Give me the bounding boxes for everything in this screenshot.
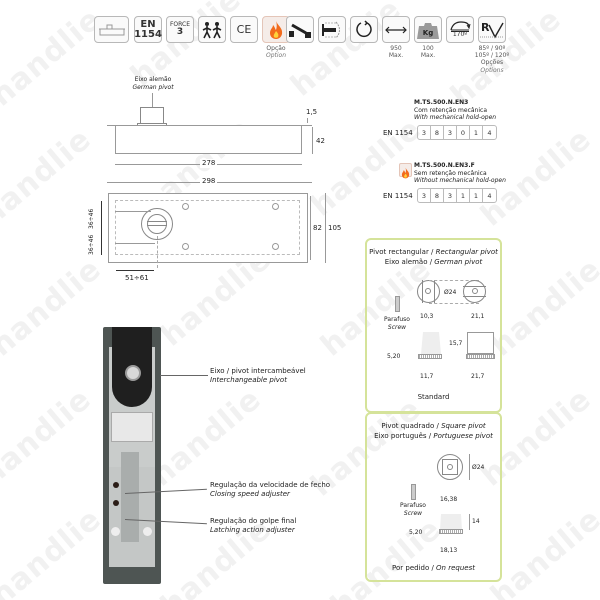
diameter: Ø24 xyxy=(472,464,485,471)
hold-open-angle-icon: R xyxy=(478,16,506,43)
dim-a-top: 10,3 xyxy=(420,313,434,320)
dim-base: 5,20 xyxy=(387,353,401,360)
label-plate xyxy=(111,412,153,442)
closing-speed-valve xyxy=(113,482,119,488)
panel-title: Pivot rectangular / Rectangular pivot xyxy=(369,248,498,256)
screw-hole xyxy=(272,243,279,250)
rotation-icon xyxy=(350,16,378,43)
dim-height: 14 xyxy=(472,518,480,525)
panel-subtitle: Eixo português / Portuguese pivot xyxy=(374,432,493,440)
weight-icon: Kg xyxy=(414,16,442,43)
fire-icon xyxy=(399,163,412,179)
panel-subtitle: Eixo alemão / German pivot xyxy=(384,258,483,266)
svg-text:R: R xyxy=(481,21,490,34)
pivot-block xyxy=(140,107,164,124)
ce-mark-icon: CE xyxy=(230,16,258,43)
closer-body-side xyxy=(115,126,302,154)
dim-bottom: 18,13 xyxy=(440,547,458,554)
opening-angle-icon: 170º xyxy=(446,16,474,43)
dim-height: 42 xyxy=(316,137,325,145)
dim-b-top: 21,1 xyxy=(471,313,485,320)
dim-b-bottom: 21,7 xyxy=(471,373,485,380)
screw-icon xyxy=(395,296,400,312)
pivot-top-view xyxy=(437,454,463,480)
dim-a-bottom: 11,7 xyxy=(420,373,434,380)
pivot-spindle xyxy=(125,365,141,381)
floor-spring-photo xyxy=(103,327,161,584)
dim-top: 1,5 xyxy=(306,108,318,116)
dim-outer-width: 105 xyxy=(328,224,342,232)
pivot-side-view xyxy=(467,332,494,354)
dim-upper: 36÷46 xyxy=(88,208,95,229)
pivot-top-view xyxy=(417,280,440,303)
pivot-side-view xyxy=(440,514,462,530)
en1154-classification: EN 1154 3 8 3 1 1 4 xyxy=(383,188,497,203)
model-code: M.TS.500.N.EN3.F xyxy=(414,162,475,169)
dim-top: 16,38 xyxy=(440,496,458,503)
people-icon xyxy=(198,16,226,43)
diameter: Ø24 xyxy=(444,289,457,296)
dim-base: 5,20 xyxy=(409,529,423,536)
screw-icon xyxy=(411,484,416,500)
door-swing-icon xyxy=(318,16,346,43)
panel-footer: Por pedido / On request xyxy=(392,564,475,572)
door-width-icon xyxy=(382,16,410,43)
screw-hole xyxy=(272,203,279,210)
en1154-classification: EN 1154 3 8 3 0 1 4 xyxy=(383,125,497,140)
dim-inner-length: 278 xyxy=(200,159,218,168)
panel-title: Pivot quadrado / Square pivot xyxy=(381,422,486,430)
panel-footer: Standard xyxy=(417,393,450,401)
screw-hole xyxy=(182,243,189,250)
model-code: M.TS.500.N.EN3 xyxy=(414,99,469,106)
floor-closer-icon xyxy=(94,16,129,43)
door-arm-icon xyxy=(286,16,314,43)
dim-offset: 51÷61 xyxy=(125,274,149,282)
screw-hole xyxy=(182,203,189,210)
latching-valve xyxy=(113,500,119,506)
fire-icon xyxy=(262,16,290,43)
pivot-side-view xyxy=(421,332,441,354)
svg-text:Kg: Kg xyxy=(423,29,433,37)
dim-inner-width: 82 xyxy=(313,224,322,232)
dim-lower: 36÷46 xyxy=(88,234,95,255)
rectangular-pivot-panel: Pivot rectangular / Rectangular pivot Ei… xyxy=(365,238,502,413)
dim-outer-length: 298 xyxy=(200,177,218,186)
pivot-top-view xyxy=(463,280,486,303)
square-pivot-panel: Pivot quadrado / Square pivot Eixo portu… xyxy=(365,412,502,582)
dim-height: 15,7 xyxy=(449,340,463,347)
